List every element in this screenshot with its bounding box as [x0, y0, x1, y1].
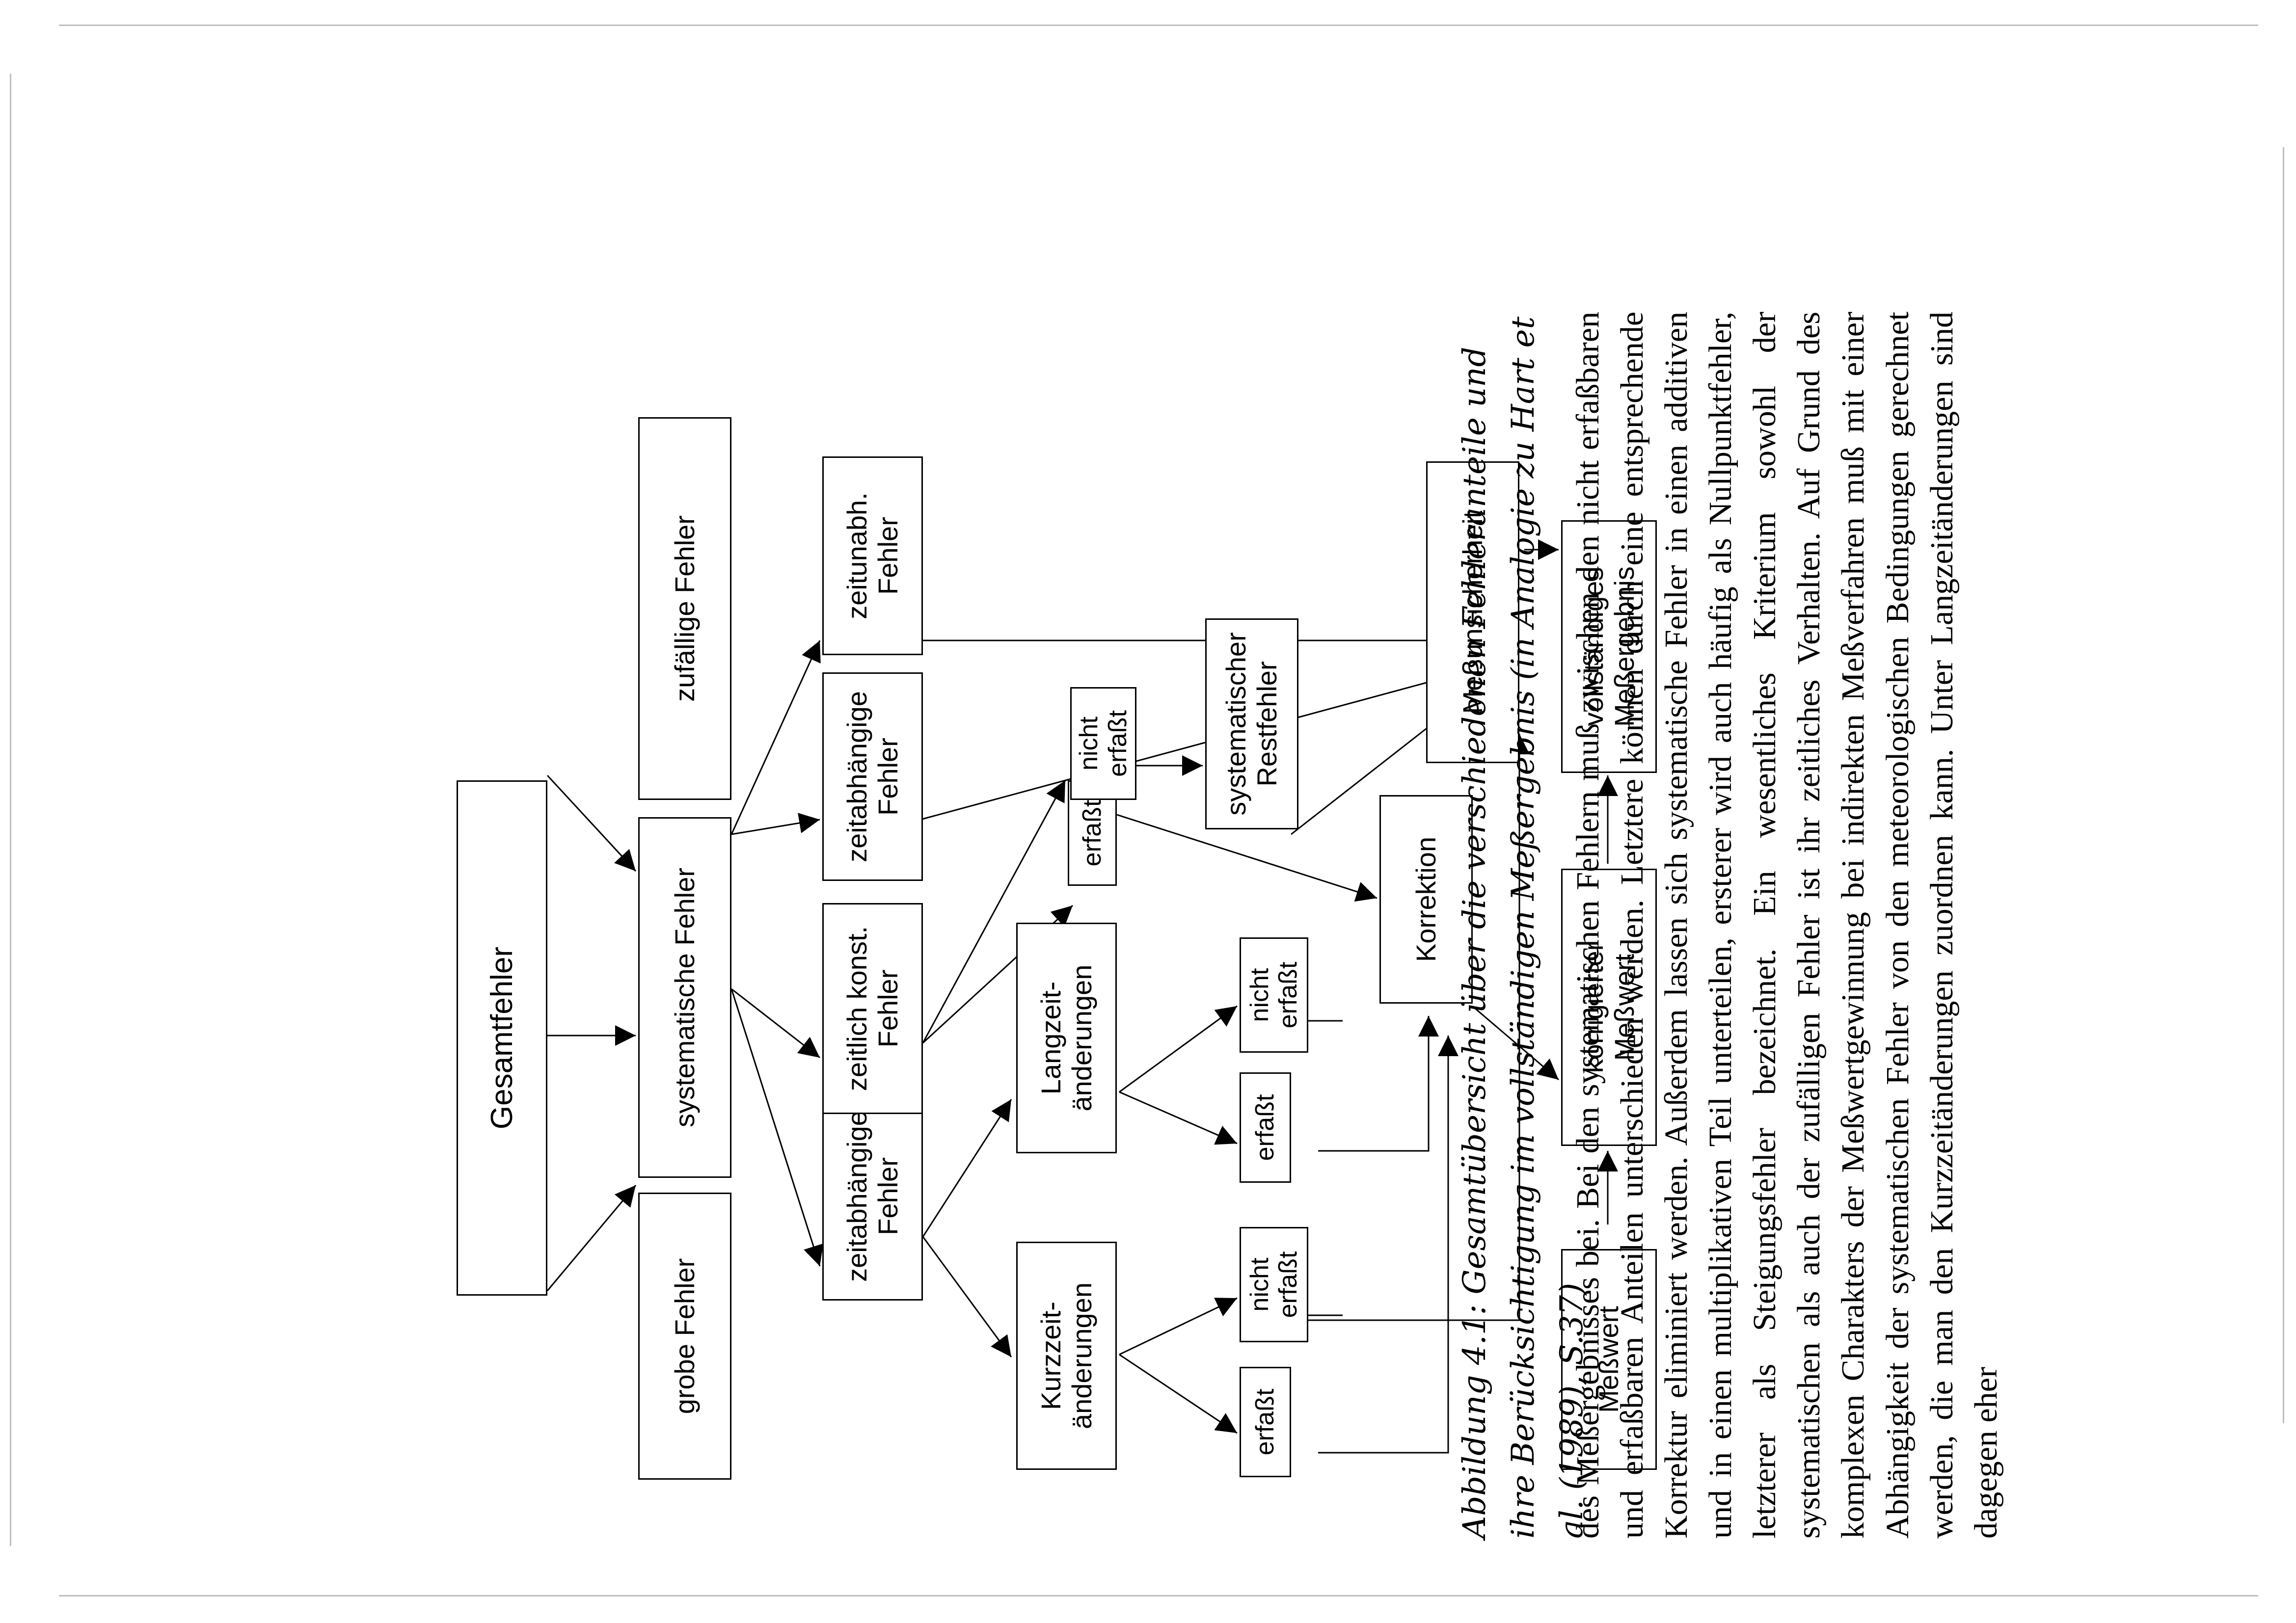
arrow-zuf-zeitabh — [731, 813, 820, 835]
arrow-sys-zeitabh — [730, 988, 824, 1267]
arrow-sys-zeitlichkonst — [731, 988, 820, 1059]
arrow-konst-nichterfasst — [922, 780, 1066, 1043]
top-margin-line — [59, 25, 2258, 26]
box-zuf-zeitabhaengige-fehler: zeitabhängige Fehler — [822, 672, 923, 881]
arrow-korrektion-korrigiert — [1475, 1008, 1559, 1081]
arrow-lang-erfasst — [1119, 1091, 1238, 1145]
arrow-konst-erfasst-korrektion — [1116, 814, 1378, 902]
box-kurz-erfasst: erfaßt — [1240, 1367, 1291, 1477]
box-gesamtfehler: Gesamtfehler — [457, 780, 547, 1296]
box-kurz-nicht-erfasst: nicht erfaßt — [1240, 1227, 1308, 1342]
box-zufaellige-fehler: zufällige Fehler — [638, 417, 731, 800]
box-konst-nicht-erfasst: nicht erfaßt — [1070, 687, 1136, 800]
arrow-kurz-nichterfasst — [1119, 1297, 1238, 1356]
bottom-margin-line — [59, 1595, 2258, 1596]
arrow-zeitabh-kurzzeit — [922, 1236, 1012, 1357]
arrow-lang-erfasst-korrektion — [1318, 1016, 1439, 1152]
box-lang-nicht-erfasst: nicht erfaßt — [1240, 937, 1308, 1053]
arrow-zeitabh-langzeit — [922, 1099, 1012, 1237]
body-paragraph: des Meßergebnisses bei. Bei den systemat… — [1570, 312, 2004, 1539]
arrow-zuf-zeitunabh — [730, 640, 821, 835]
arrow-gesamt-grobe — [546, 1185, 637, 1291]
box-systematischer-restfehler: systematischer Restfehler — [1205, 618, 1298, 829]
box-lang-erfasst: erfaßt — [1240, 1072, 1291, 1183]
arrow-gesamt-zufaellige — [546, 774, 637, 872]
box-sys-zeitabhaengige-fehler: zeitabhängige Fehler — [822, 1092, 923, 1301]
box-kurzzeitaenderungen: Kurzzeit- änderungen — [1016, 1242, 1117, 1470]
error-overview-diagram — [546, 539, 1618, 1454]
arrow-kurz-erfasst — [1119, 1354, 1238, 1434]
arrow-zufzeitabh-messunsicherheit — [920, 663, 1483, 821]
box-grobe-fehler: grobe Fehler — [638, 1193, 731, 1480]
right-margin-line — [2283, 147, 2284, 1423]
arrow-lang-nichterfasst — [1119, 1005, 1238, 1093]
arrow-kurz-erfasst-korrektion — [1318, 1036, 1459, 1454]
left-margin-line — [10, 74, 11, 1546]
arrow-nichterfasst-messunsicherheit — [1306, 734, 1530, 1321]
rotated-content: Gesamtfehler grobe Fehler systematische … — [233, 312, 2004, 1539]
box-zeitunabh-fehler: zeitunabh. Fehler — [822, 456, 923, 655]
box-systematische-fehler: systematische Fehler — [638, 817, 731, 1178]
box-zeitlich-konst-fehler: zeitlich konst. Fehler — [822, 903, 923, 1114]
box-langzeitaenderungen: Langzeit- änderungen — [1016, 923, 1117, 1153]
